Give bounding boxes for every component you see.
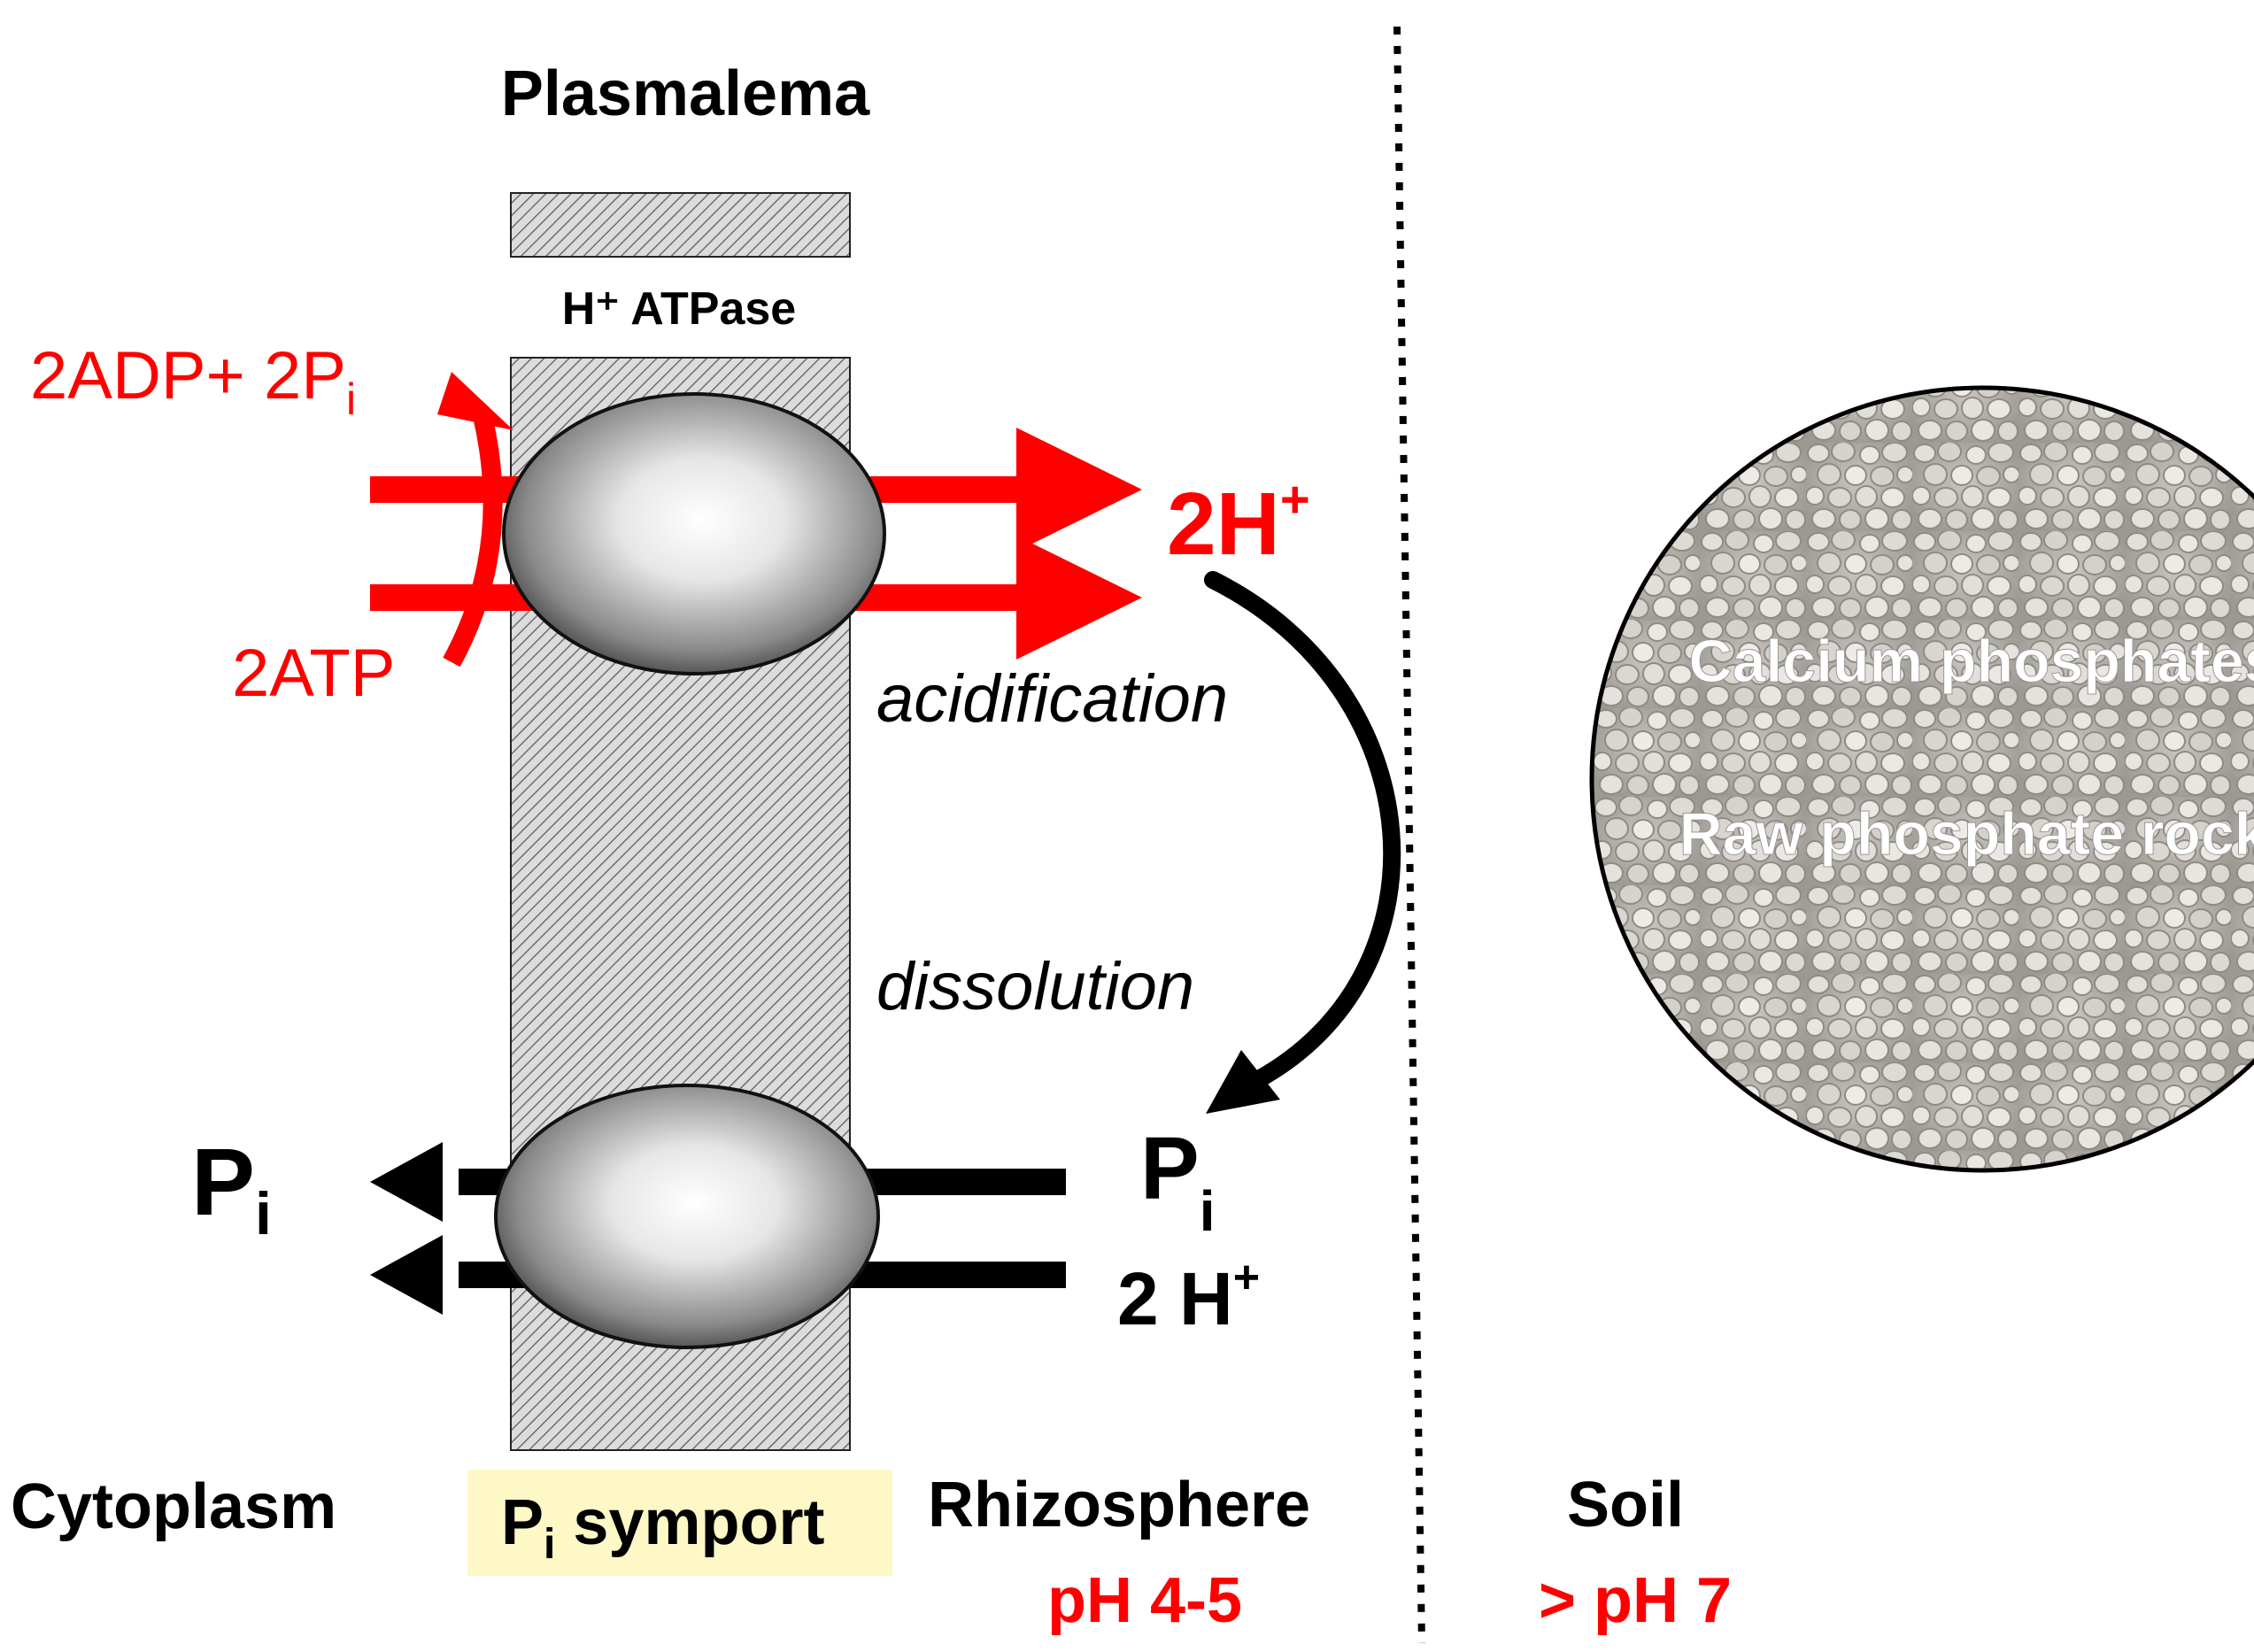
soil-phosphate-image: [1589, 385, 2254, 1173]
acidification-dissolution-arrow: [1204, 571, 1401, 1089]
atp-hydrolysis-arrowhead: [437, 372, 513, 430]
proton-output-label: 2H+: [1167, 471, 1310, 574]
pi-symport-label: Pi symport: [501, 1487, 824, 1568]
acidification-label: acidification: [876, 661, 1228, 737]
plasmalema-title: Plasmalema: [501, 58, 870, 129]
calcium-phosphates-label: Calcium phosphates: [1688, 628, 2254, 695]
acidification-dissolution-arrowhead: [1206, 1050, 1280, 1114]
pi-symport-label-box: [467, 1470, 892, 1576]
soil-label: Soil: [1567, 1470, 1684, 1540]
rhizosphere-soil-boundary: [1393, 26, 1425, 1644]
h-atpase-label: H⁺ ATPase: [562, 283, 796, 335]
atp-label: 2ATP: [232, 636, 395, 711]
dissolution-label: dissolution: [876, 949, 1194, 1024]
raw-phosphate-rocks-label: Raw phosphate rocks: [1679, 800, 2254, 868]
soil-ph-label: > pH 7: [1539, 1565, 1732, 1636]
proton-symport-label: 2 H+: [1117, 1252, 1260, 1340]
pi-symport-carrier: [494, 1084, 880, 1349]
pi-rhizosphere-label: Pi: [1140, 1119, 1215, 1243]
h-atpase-pump: [502, 392, 886, 675]
atp-hydrolysis-arrow: [443, 413, 503, 668]
rhizosphere-ph-label: pH 4-5: [1047, 1565, 1242, 1636]
rhizosphere-label: Rhizosphere: [928, 1470, 1310, 1540]
adp-pi-label: 2ADP+ 2Pi: [30, 338, 356, 424]
membrane-upper-segment: [510, 192, 851, 258]
pi-cytoplasm-label: Pi: [191, 1128, 272, 1247]
cytoplasm-label: Cytoplasm: [11, 1471, 336, 1542]
